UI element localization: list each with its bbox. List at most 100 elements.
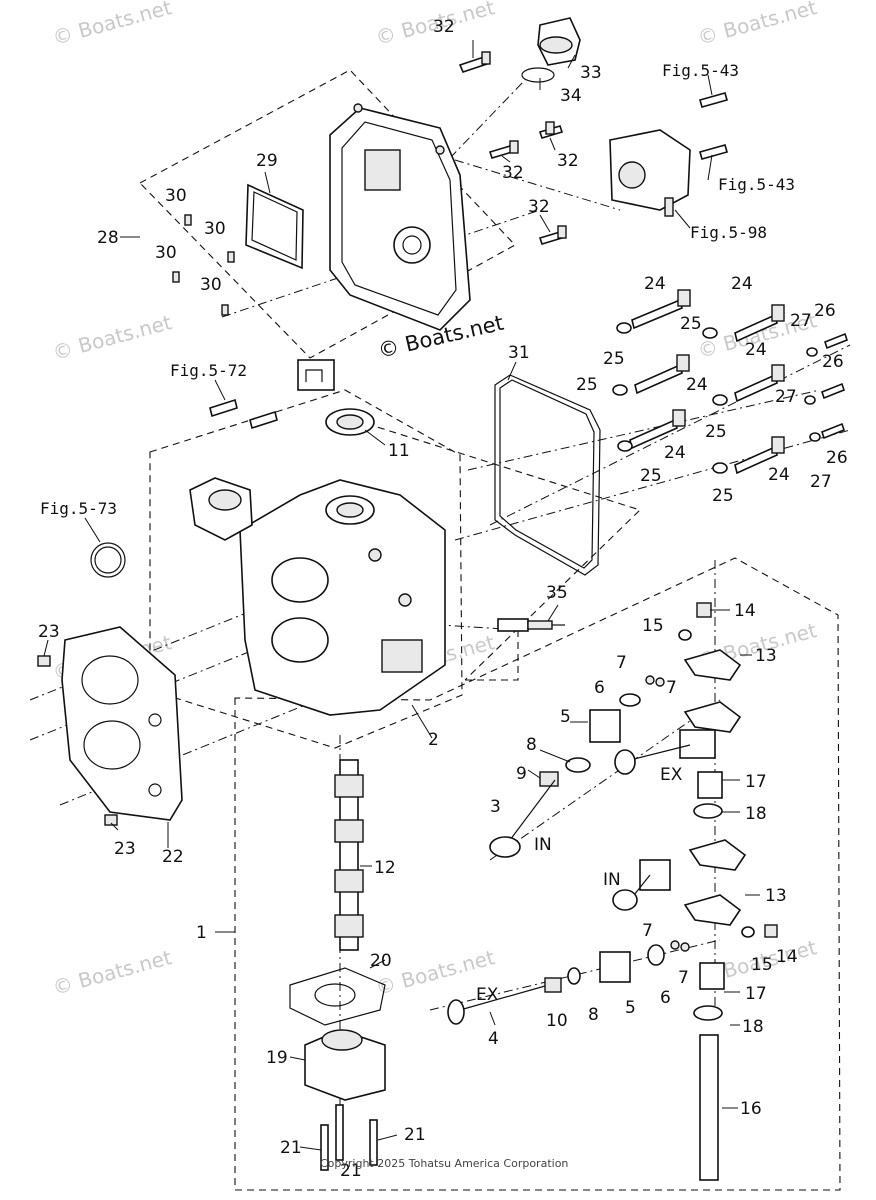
callout-11: 11	[388, 441, 410, 461]
valve-label-in: IN	[603, 870, 621, 890]
callout-6: 6	[594, 678, 605, 698]
valve-spring	[589, 709, 621, 743]
push-rod-tube	[699, 1034, 719, 1181]
pump-gasket-part	[289, 967, 386, 1026]
valve-train-upper	[489, 602, 742, 858]
callout-25: 25	[603, 349, 625, 369]
callout-32: 32	[433, 17, 455, 37]
callout-32: 32	[502, 163, 524, 183]
valve-label-ex: EX	[660, 765, 683, 785]
callout-30: 30	[204, 219, 226, 239]
callout-27: 27	[790, 311, 812, 331]
related-component-fig-5-98	[609, 92, 728, 217]
cylinder-head-part	[189, 477, 446, 716]
callout-25: 25	[576, 375, 598, 395]
callout-32: 32	[528, 197, 550, 217]
cover-screws	[172, 214, 235, 316]
cover-plate-part	[245, 183, 304, 270]
callout-6: 6	[660, 988, 671, 1008]
spark-plug-part	[497, 618, 565, 632]
callout-8: 8	[588, 1005, 599, 1025]
callout-15: 15	[751, 955, 773, 975]
callout-2: 2	[428, 730, 439, 750]
callout-14: 14	[776, 947, 798, 967]
callout-34: 34	[560, 86, 582, 106]
callout-25: 25	[705, 422, 727, 442]
callout-33: 33	[580, 63, 602, 83]
callout-27: 27	[775, 387, 797, 407]
callout-7: 7	[642, 921, 653, 941]
callout-21: 21	[404, 1125, 426, 1145]
leader-lines	[43, 40, 760, 1151]
figure-references: Fig.5-43 Fig.5-43 Fig.5-98 Fig.5-72 Fig.…	[40, 61, 795, 518]
pump-bolts	[320, 1104, 378, 1171]
callout-17: 17	[745, 772, 767, 792]
fig-ref-5-73: Fig.5-73	[40, 499, 117, 518]
copyright-notice: Copyright 2025 Tohatsu America Corporati…	[320, 1157, 568, 1170]
cover-gasket-part	[494, 374, 601, 576]
lock-nut	[678, 629, 692, 641]
indicator-box-icon	[297, 359, 335, 391]
callout-30: 30	[165, 186, 187, 206]
callout-25: 25	[680, 314, 702, 334]
callout-26: 26	[822, 352, 844, 372]
callout-16: 16	[740, 1099, 762, 1119]
callout-3: 3	[490, 797, 501, 817]
fig-ref-5-72: Fig.5-72	[170, 361, 247, 380]
callout-23: 23	[114, 839, 136, 859]
valve-spring	[639, 859, 671, 891]
callout-31: 31	[508, 343, 530, 363]
callout-24: 24	[664, 443, 686, 463]
head-bolts	[629, 289, 785, 475]
callout-30: 30	[155, 243, 177, 263]
callout-7: 7	[678, 968, 689, 988]
callout-1: 1	[196, 923, 207, 943]
valve-label-in: IN	[534, 835, 552, 855]
watermark: © Boats.net	[50, 945, 174, 1000]
callout-27: 27	[810, 472, 832, 492]
callout-numbers: 32 33 34 32 32 32 29 30 30 30 30 28 24 2…	[38, 17, 848, 1181]
valve-spring	[699, 962, 725, 990]
oil-filler-cap-part	[521, 17, 581, 83]
callout-24: 24	[731, 274, 753, 294]
fig-ref-5-43: Fig.5-43	[718, 175, 795, 194]
callout-25: 25	[640, 466, 662, 486]
head-cover-part	[329, 103, 471, 331]
callout-19: 19	[266, 1048, 288, 1068]
fig-5-72-bolts	[209, 398, 278, 430]
callout-18: 18	[742, 1017, 764, 1037]
callout-5: 5	[625, 998, 636, 1018]
callout-14: 14	[734, 601, 756, 621]
watermark: © Boats.net	[50, 310, 174, 365]
callout-21: 21	[340, 1161, 362, 1181]
callout-32: 32	[557, 151, 579, 171]
head-assembly-boundary	[149, 389, 463, 749]
callout-35: 35	[546, 583, 568, 603]
callout-7: 7	[666, 678, 677, 698]
callout-13: 13	[765, 886, 787, 906]
valve-train-boundary	[234, 557, 841, 1191]
head-bolt-washers	[612, 322, 728, 474]
callout-29: 29	[256, 151, 278, 171]
callout-15: 15	[642, 616, 664, 636]
oil-pump-part	[304, 1029, 386, 1101]
valve-label-ex: EX	[476, 985, 499, 1005]
rocker-arm	[688, 839, 747, 871]
valve-spring	[679, 729, 716, 759]
callout-25: 25	[712, 486, 734, 506]
fig-ref-5-43: Fig.5-43	[662, 61, 739, 80]
callout-5: 5	[560, 707, 571, 727]
valve-spring	[599, 951, 631, 983]
watermark: © Boats.net	[695, 0, 819, 50]
callout-7: 7	[616, 653, 627, 673]
callout-9: 9	[516, 764, 527, 784]
head-gasket-part	[61, 626, 183, 821]
callout-26: 26	[826, 448, 848, 468]
rocker-arm	[683, 894, 742, 926]
callout-24: 24	[768, 465, 790, 485]
small-bolts	[804, 332, 848, 442]
rocker-arm	[683, 701, 742, 733]
callout-10: 10	[546, 1011, 568, 1031]
